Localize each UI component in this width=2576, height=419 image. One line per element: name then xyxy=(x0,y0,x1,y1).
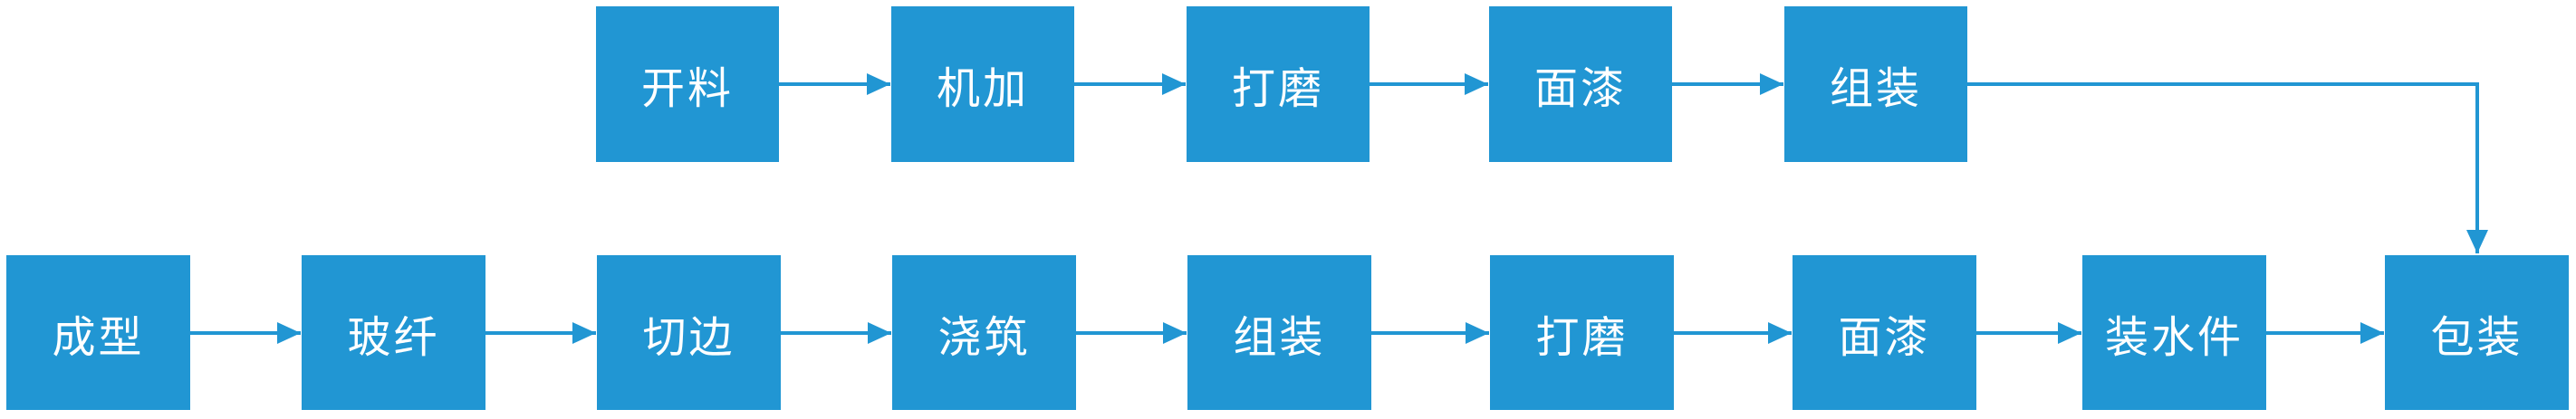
node-bottom-zuzhuang: 组装 xyxy=(1187,255,1371,410)
node-bottom-chengxing: 成型 xyxy=(6,255,190,410)
node-bottom-damo: 打磨 xyxy=(1490,255,1674,410)
node-bottom-mianqi: 面漆 xyxy=(1793,255,1976,410)
node-bottom-boxian: 玻纤 xyxy=(302,255,485,410)
node-top-zuzhuang: 组装 xyxy=(1784,6,1967,162)
node-bottom-qiebian: 切边 xyxy=(597,255,781,410)
node-bottom-zhuangshuijian: 装水件 xyxy=(2082,255,2266,410)
node-top-damo: 打磨 xyxy=(1187,6,1370,162)
node-top-kailiao: 开料 xyxy=(596,6,779,162)
node-bottom-jiaozhu: 浇筑 xyxy=(892,255,1076,410)
node-bottom-baozhuang: 包装 xyxy=(2385,255,2569,410)
node-top-mianqi: 面漆 xyxy=(1489,6,1672,162)
node-top-jijia: 机加 xyxy=(891,6,1074,162)
elbow-connector-top-to-baozhuang xyxy=(1967,82,2488,253)
